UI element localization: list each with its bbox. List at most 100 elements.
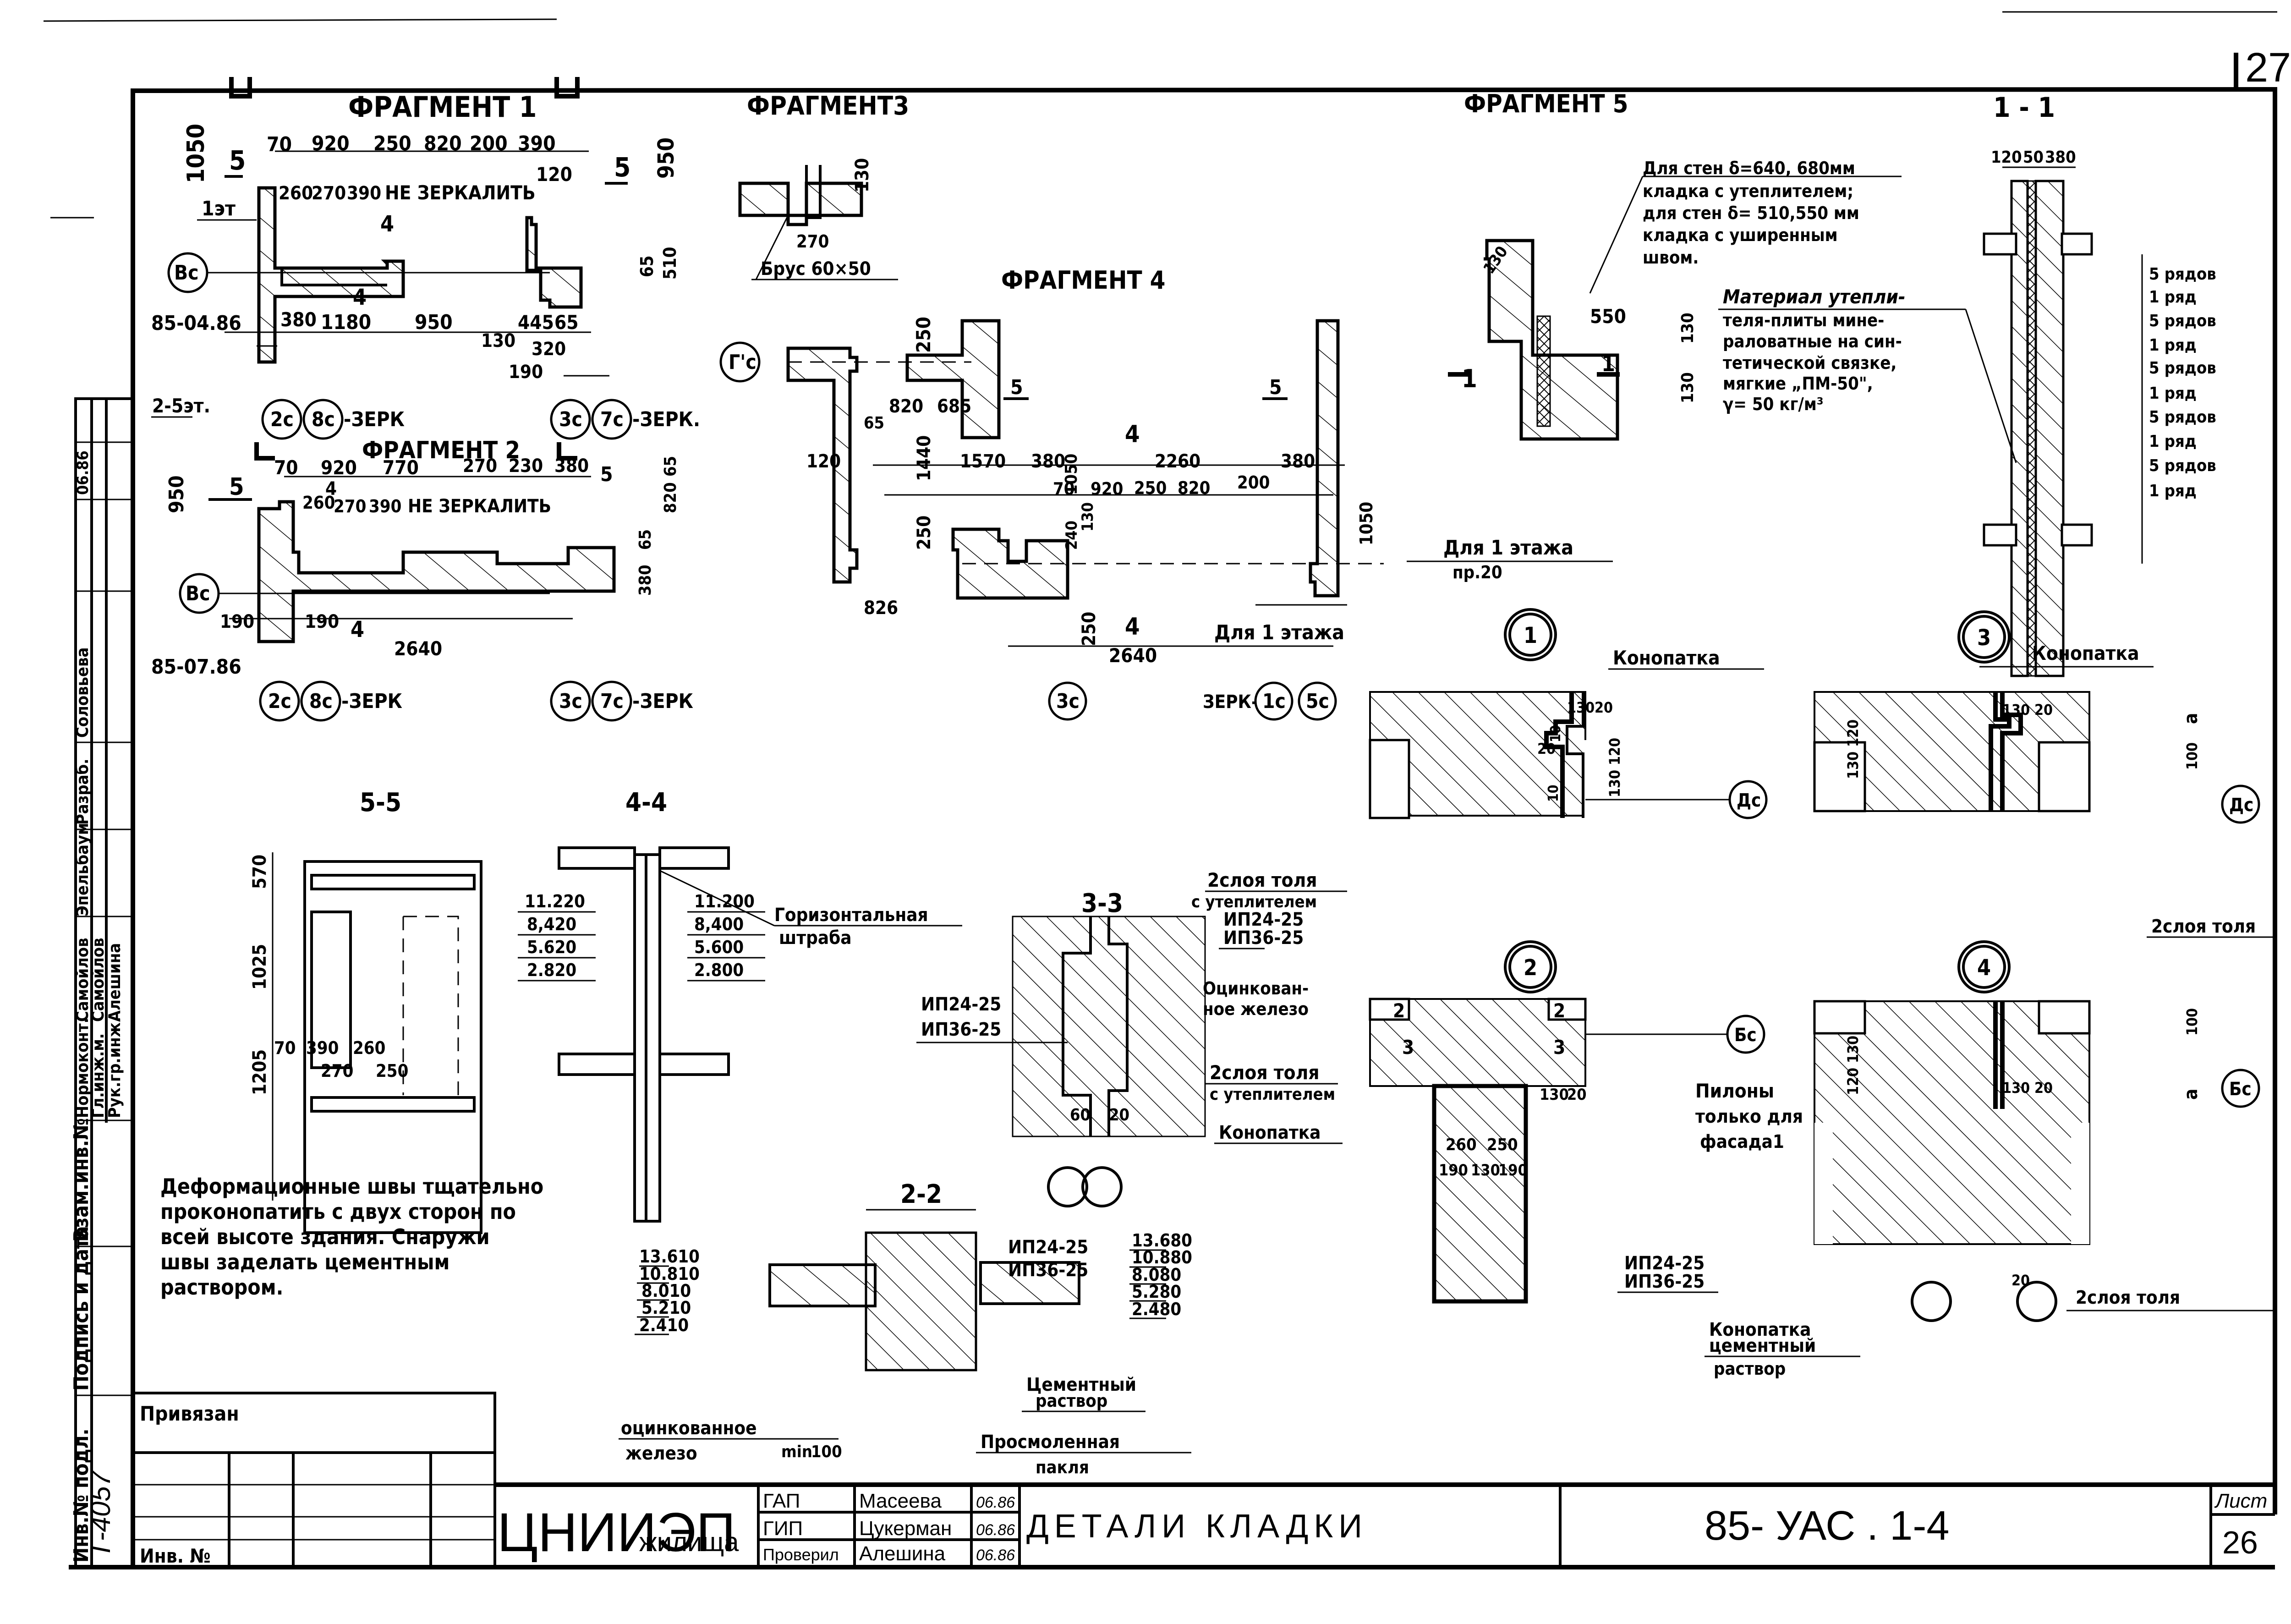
d2-mark-3-left: 3: [1402, 1036, 1414, 1059]
f5-dim-130b: 130: [1678, 313, 1697, 344]
f2-axis-mirror-bottom-left: -ЗЕРК: [341, 690, 402, 713]
level-mark: 5.210: [641, 1298, 691, 1318]
section-5-5: [272, 852, 482, 1234]
section-1-1: [1983, 166, 2143, 677]
f4-dim-820: 820: [889, 396, 923, 417]
d4-dim-130: 130: [1844, 1036, 1862, 1063]
approval-date: 06.86: [976, 1521, 1015, 1539]
d2-pylons-line-1: Пилоны: [1695, 1080, 1774, 1102]
s22-levels-left: 13.610 10.810 8.010 5.210 2.410: [635, 1246, 700, 1335]
d1-axis-label: Дс: [1737, 790, 1761, 811]
d4-tar-label: 2слоя толя: [2076, 1287, 2180, 1308]
stamp-name-chief-eng: Самойлов: [89, 938, 108, 1022]
f4-dim-820b: 820: [1178, 478, 1210, 498]
s44-levels-left: 11.220 8,420 5.620 2.820: [518, 891, 596, 982]
f2-axis-mirror-top-left: -ЗЕРК: [344, 408, 405, 431]
approval-name: Масеева: [859, 1490, 942, 1512]
detail-3-number: 3: [1977, 625, 1991, 651]
section-3-3: [1012, 916, 1206, 1207]
axis-marker-3c-top: [550, 399, 591, 440]
d2-dim-260: 260: [1446, 1136, 1477, 1154]
f1-dim-190: 190: [509, 362, 543, 383]
approval-rows: ГАП Масеева 06.86 ГИП Цукерман 06.86 Про…: [763, 1490, 1015, 1565]
f2-dim-2640: 2640: [394, 637, 442, 660]
f1-dim-445: 445: [518, 311, 554, 334]
f1-dim-65: 65: [637, 255, 657, 277]
section-5-5-title: 5-5: [360, 788, 401, 817]
f1-dim-70: 70: [267, 133, 292, 156]
f4-note-first-floor: Для 1 этажа: [1214, 621, 1344, 644]
d2-caulk-label: Конопатка: [1219, 1122, 1321, 1143]
note-line: всей высоте здания. Снаружи: [160, 1224, 490, 1249]
f4-dim-250b: 250: [914, 516, 935, 550]
f2-date: 85-07.86: [151, 655, 241, 679]
d3-dim-120: 120: [1844, 719, 1862, 747]
axis-marker-2c-bottom: [259, 680, 300, 722]
s44-note-line-1: Горизонтальная: [774, 905, 928, 926]
f2-axis-label: Вс: [186, 582, 210, 605]
f4-dim-685: 685: [937, 396, 971, 417]
detail-4-number: 4: [1977, 955, 1991, 981]
s55-dim-270: 270: [321, 1061, 353, 1081]
fragment-4: [786, 319, 1613, 647]
detail-2: [1369, 940, 1587, 1304]
s11-row: 5 рядов: [2149, 408, 2216, 427]
s11-row: 1 ряд: [2149, 336, 2197, 355]
s55-dim-390: 390: [306, 1038, 339, 1058]
section-1-1-title: 1 - 1: [1993, 92, 2055, 124]
d4-axis-label: Бс: [2229, 1079, 2252, 1100]
section-4-4: [558, 846, 730, 1223]
f4-cut-mark-top: 4: [1125, 421, 1140, 448]
s44-note-line-2: штраба: [779, 927, 852, 949]
d1-dim-20b: 20: [1537, 740, 1556, 757]
level-mark: 8,420: [527, 914, 576, 934]
f5-dim-550: 550: [1590, 305, 1626, 328]
f4-note-first-floor-pr: Для 1 этажа: [1443, 536, 1573, 560]
f1-dim-380: 380: [280, 308, 317, 331]
f2-axis-3c-top: 3с: [559, 408, 582, 431]
f1-dim-200: 200: [470, 132, 508, 155]
s11-row: 5 рядов: [2149, 312, 2216, 330]
s22-note-min: min: [781, 1443, 812, 1461]
s11-row: 1 ряд: [2149, 288, 2197, 307]
f1-section-mark-right: 5: [614, 152, 630, 183]
f2-axis-7c-top: 7с: [600, 408, 624, 431]
fragment-5-title: ФРАГМЕНТ 5: [1464, 89, 1628, 118]
f4-axis-1c: 1с: [1262, 690, 1286, 713]
general-notes: Деформационные швы тщательно проконопати…: [160, 1174, 543, 1300]
axis-marker-gc: [719, 341, 761, 383]
s33-note-line-2: ное железо: [1203, 999, 1309, 1019]
f1-dim-1180: 1180: [321, 311, 371, 334]
f4-dim-2260: 2260: [1155, 451, 1200, 472]
level-mark: 5.620: [527, 937, 576, 957]
s33-dim-60: 60: [1070, 1106, 1091, 1125]
f2-dim-920: 920: [321, 456, 357, 479]
d4-dim-120: 120: [1844, 1068, 1862, 1095]
side-stamp: [74, 397, 134, 1569]
insulation-note-line-5: мягкие „ПМ-50",: [1723, 373, 1873, 394]
sheet-number: 26: [2222, 1525, 2258, 1560]
d2-mark-3-right: 3: [1553, 1036, 1565, 1059]
note-line: швы заделать цементным: [160, 1250, 449, 1274]
section-3-3-title: 3-3: [1081, 889, 1123, 918]
d2-dim-130: 130: [1540, 1086, 1569, 1104]
f4-dim-130: 130: [1079, 502, 1097, 532]
f2-dim-190-left: 190: [220, 611, 254, 632]
f1-section-mark: 5: [229, 145, 246, 176]
note-line: проконопатить с двух сторон по: [160, 1199, 516, 1224]
d1-tar-line-2: с утеплителем: [1191, 893, 1317, 911]
stamp-role-chief-eng: Гл.инж.м.: [89, 1033, 108, 1118]
f4-dim-1050: 1050: [1062, 454, 1081, 495]
s55-dim-1025: 1025: [249, 944, 270, 990]
f2-axis-8c-top: 8с: [312, 408, 335, 431]
s22-mortar-line-2: раствор: [1036, 1391, 1107, 1411]
fragment-1-title: ФРАГМЕНТ 1: [348, 90, 537, 124]
stamp-inv-value: Т-4057: [85, 1470, 116, 1558]
approval-name: Алешина: [859, 1542, 946, 1565]
s11-row: 5 рядов: [2149, 359, 2216, 378]
f2-axis-8c-bottom: 8с: [309, 690, 333, 713]
f1-date: 85-04.86: [151, 312, 241, 335]
approval-role: Проверил: [763, 1545, 839, 1564]
f2-dim-190-right: 190: [305, 611, 339, 632]
